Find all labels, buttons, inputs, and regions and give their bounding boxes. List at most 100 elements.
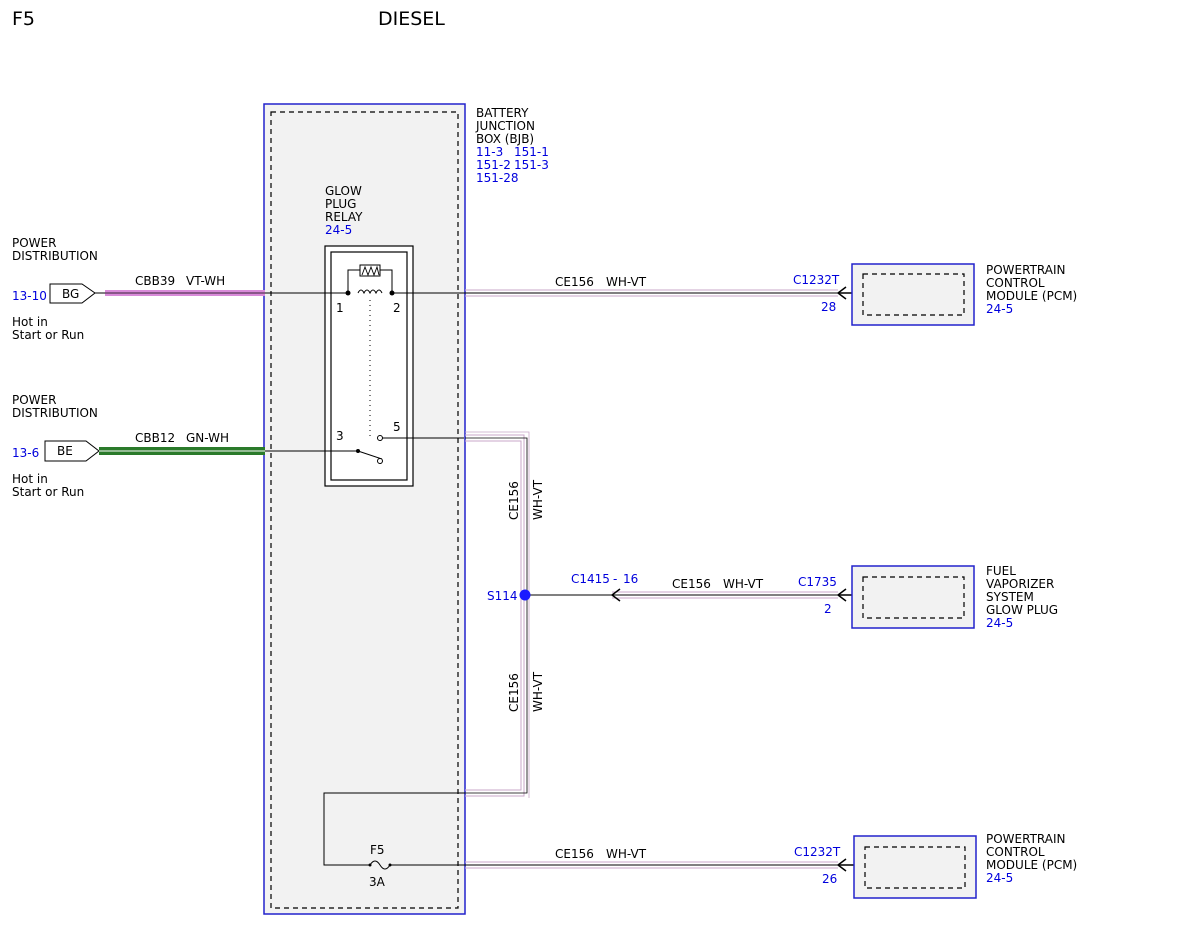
trunk-core [465, 437, 528, 794]
splice-name: S114 [487, 589, 518, 603]
source-bg-title-line1: POWER [12, 236, 56, 250]
wire-ce156-pcm28-color: WH-VT [606, 275, 647, 289]
wire-ce156-pcm26-circuit: CE156 [555, 847, 594, 861]
relay-switch-arm [357, 450, 383, 460]
trunk-upper-circuit: CE156 [507, 481, 521, 520]
source-be-title-line2: DISTRIBUTION [12, 406, 98, 420]
trunk-lower-circuit: CE156 [507, 673, 521, 712]
wire-ce156-pcm26-color: WH-VT [606, 847, 647, 861]
trunk-inner-a [465, 440, 522, 791]
connector-c1735: C1735 [798, 575, 837, 589]
pcm-b-label-line1: POWERTRAIN [986, 832, 1066, 846]
relay-label-line3: RELAY [325, 210, 363, 224]
source-bg-title-line2: DISTRIBUTION [12, 249, 98, 263]
bjb-label-line1: BATTERY [476, 106, 529, 120]
bjb-outline [263, 103, 466, 915]
battery-junction-box [263, 103, 466, 915]
power-source-be: POWER DISTRIBUTION 13-6 Hot in Start or … [12, 393, 265, 499]
coil-winding-icon [357, 289, 383, 295]
trunk-outer-a [465, 434, 525, 797]
engine-variant: DIESEL [378, 8, 445, 30]
wire-ce156-glowplug-circuit: CE156 [672, 577, 711, 591]
fuse-name: F5 [370, 843, 385, 857]
fuse-feed-wire [323, 792, 465, 866]
bjb-dashed-outline [270, 111, 459, 909]
relay-label-line2: PLUG [325, 197, 356, 211]
splice-connector: C1415 [571, 572, 610, 586]
pcm-b-label-line3: MODULE (PCM) [986, 858, 1077, 872]
wire-cbb12-color: GN-WH [186, 431, 229, 445]
relay-pin5-label: 5 [393, 420, 401, 434]
trunk-lower-color: WH-VT [531, 671, 545, 712]
relay-pin1-label: 1 [336, 301, 344, 315]
glow-plug-module-dashed [862, 576, 965, 619]
trunk-upper-color: WH-VT [531, 479, 545, 520]
connector-c1232t-a-pin: 28 [821, 300, 836, 314]
connector-c1232t-b: C1232T [794, 845, 841, 859]
bjb-ref-1: 11-3 [476, 145, 503, 159]
pcm-module-dashed-b [864, 846, 966, 889]
source-be-title-line1: POWER [12, 393, 56, 407]
wire-cbb12-circuit: CBB12 [135, 431, 175, 445]
relay-pin2-label: 2 [393, 301, 401, 315]
connector-bg-tag [49, 283, 96, 304]
output-pcm-26: CE156 WH-VT C1232T 26 POWERTRAIN CONTROL… [465, 832, 1077, 899]
bjb-label-line3: BOX (BJB) [476, 132, 534, 146]
bjb-label-line2: JUNCTION [475, 119, 535, 133]
wire-ce156-glowplug-color: WH-VT [723, 577, 764, 591]
relay-inner-box [330, 251, 408, 481]
connector-c1735-pin: 2 [824, 602, 832, 616]
relay-no-contact [377, 435, 383, 441]
wire-ce156-trunk: CE156 WH-VT CE156 WH-VT [465, 431, 545, 798]
glow-plug-label-line1: FUEL [986, 564, 1016, 578]
relay-ref: 24-5 [325, 223, 352, 237]
pcm-b-label-line2: CONTROL [986, 845, 1045, 859]
relay-pin3-label: 3 [336, 429, 344, 443]
relay-outer-box [324, 245, 414, 487]
pcm-module-box-b [853, 835, 977, 899]
wire-cbb39-circuit: CBB39 [135, 274, 175, 288]
pcm-a-ref: 24-5 [986, 302, 1013, 316]
pcm-a-label-line3: MODULE (PCM) [986, 289, 1077, 303]
connector-bg-label: BG [62, 287, 79, 301]
bjb-ref-4: 151-3 [514, 158, 549, 172]
power-source-bg: POWER DISTRIBUTION 13-10 Hot in Start or… [12, 236, 265, 342]
source-be-note-line1: Hot in [12, 472, 48, 486]
trunk-outer-b [465, 431, 530, 798]
source-be-ref: 13-6 [12, 446, 39, 460]
connector-be-tag [44, 440, 100, 462]
splice-connector-pin: 16 [623, 572, 638, 586]
bjb-ref-5: 151-28 [476, 171, 519, 185]
splice-connector-dash: - [613, 572, 617, 586]
splice-dot-icon [519, 589, 531, 601]
source-bg-note-line2: Start or Run [12, 328, 84, 342]
glow-plug-label-line2: VAPORIZER [986, 577, 1054, 591]
splice-connector-arrow-icon [610, 588, 621, 602]
bjb-ref-2: 151-1 [514, 145, 549, 159]
connector-c1232t-a: C1232T [793, 273, 840, 287]
fuse-f5: F5 3A [323, 792, 465, 889]
glow-plug-relay [265, 245, 464, 487]
fuse-title: F5 [12, 8, 35, 30]
source-be-note-line2: Start or Run [12, 485, 84, 499]
source-bg-note-line1: Hot in [12, 315, 48, 329]
wire-ce156-pcm28-circuit: CE156 [555, 275, 594, 289]
bjb-ref-3: 151-2 [476, 158, 511, 172]
resistor-zigzag-icon [361, 265, 380, 277]
pcm-module-box-a [851, 263, 975, 326]
connector-c1232t-b-pin: 26 [822, 872, 837, 886]
pcm-a-label-line2: CONTROL [986, 276, 1045, 290]
fuse-terminal-a [368, 863, 372, 867]
output-glow-plug: S114 C1415 - 16 CE156 WH-VT C1735 2 FUEL… [487, 564, 1058, 630]
glow-plug-ref: 24-5 [986, 616, 1013, 630]
pcm-module-dashed-a [862, 273, 965, 316]
relay-label-line1: GLOW [325, 184, 362, 198]
pcm-a-label-line1: POWERTRAIN [986, 263, 1066, 277]
connector-be-label: BE [57, 444, 73, 458]
glow-plug-module-box [851, 565, 975, 629]
glow-plug-label-line3: SYSTEM [986, 590, 1034, 604]
pcm-b-ref: 24-5 [986, 871, 1013, 885]
fuse-symbol-icon [369, 860, 391, 870]
fuse-rating: 3A [369, 875, 386, 889]
